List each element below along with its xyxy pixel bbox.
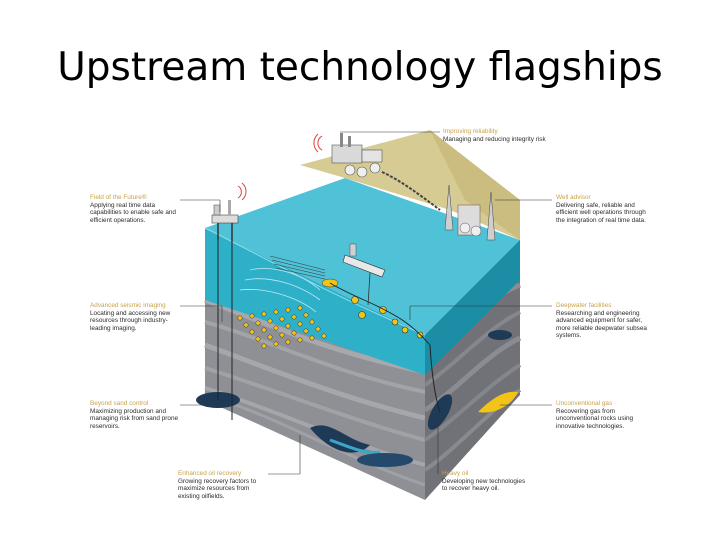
- seismic-node: [249, 329, 255, 335]
- seismic-node: [249, 313, 255, 319]
- callout-beyond-sand-control: Beyond sand control Maximizing productio…: [90, 400, 180, 430]
- callout-text: Growing recovery factors to maximize res…: [178, 477, 257, 500]
- callout-title: Heavy oil: [442, 470, 469, 477]
- seismic-node: [285, 339, 291, 345]
- seismic-node: [261, 327, 267, 333]
- callout-title: Unconventional gas: [556, 400, 613, 407]
- subsea-equipment: [329, 282, 431, 346]
- callout-title: Field of the Future®: [90, 194, 147, 201]
- fpso-vessel: [342, 243, 386, 306]
- seismic-node: [273, 309, 279, 315]
- seismic-node: [309, 335, 315, 341]
- seismic-node: [267, 334, 273, 340]
- callout-title: Deepwater facilities: [556, 302, 612, 309]
- callout-unconventional-gas: Unconventional gas Recovering gas from u…: [556, 400, 646, 430]
- seismic-node: [255, 320, 261, 326]
- seismic-node: [297, 337, 303, 343]
- callout-leader-lines: [180, 131, 552, 475]
- seismic-node-grid: [237, 305, 327, 349]
- callout-field-of-the-future: Field of the Future® Applying real time …: [90, 194, 178, 224]
- seismic-node: [285, 323, 291, 329]
- callout-deepwater-facilities: Deepwater facilities Researching and eng…: [556, 302, 648, 340]
- onshore-rigs-right: [444, 184, 496, 241]
- offshore-platform-left: [211, 200, 239, 242]
- seismic-node: [261, 311, 267, 317]
- signal-waves-left: [237, 182, 247, 201]
- seismic-node: [243, 322, 249, 328]
- seismic-node: [315, 326, 321, 332]
- callout-title: Enhanced oil recovery: [178, 470, 242, 477]
- callout-text: Developing new technologies to recover h…: [442, 477, 526, 493]
- seismic-node: [321, 333, 327, 339]
- callout-improving-reliability: Improving reliability Managing and reduc…: [443, 128, 553, 143]
- seismic-node: [291, 314, 297, 320]
- callout-title: Beyond sand control: [90, 400, 149, 407]
- seismic-node: [267, 318, 273, 324]
- sea-water: [204, 178, 520, 375]
- seismic-node: [255, 336, 261, 342]
- callout-heavy-oil: Heavy oil Developing new technologies to…: [442, 470, 532, 493]
- seismic-node: [303, 312, 309, 318]
- callout-text: Applying real time data capabilities to …: [90, 201, 176, 224]
- callout-advanced-seismic-imaging: Advanced seismic imaging Locating and ac…: [90, 302, 180, 332]
- seismic-node: [309, 319, 315, 325]
- seismic-node: [273, 341, 279, 347]
- seismic-node: [285, 307, 291, 313]
- seismic-node: [237, 315, 243, 321]
- callout-text: Maximizing production and managing risk …: [90, 407, 179, 430]
- seismic-node: [291, 330, 297, 336]
- slide-title: Upstream technology flagships: [57, 45, 663, 90]
- callout-title: Well advisor: [556, 194, 591, 201]
- wells: [217, 240, 441, 420]
- seismic-node: [273, 325, 279, 331]
- callout-title: Improving reliability: [443, 128, 498, 135]
- seismic-node: [303, 328, 309, 334]
- callout-text: Managing and reducing integrity risk: [443, 135, 546, 143]
- callout-text: Researching and engineering advanced equ…: [556, 309, 647, 340]
- seismic-node: [279, 316, 285, 322]
- callout-text: Recovering gas from unconventional rocks…: [556, 407, 634, 430]
- callout-well-advisor: Well advisor Delivering safe, reliable a…: [556, 194, 646, 224]
- callout-enhanced-oil-recovery: Enhanced oil recovery Growing recovery f…: [178, 470, 270, 500]
- seismic-node: [261, 343, 267, 349]
- callout-text: Locating and accessing new resources thr…: [90, 309, 171, 332]
- callout-text: Delivering safe, reliable and efficient …: [556, 201, 646, 224]
- seismic-node: [297, 321, 303, 327]
- seismic-node: [297, 305, 303, 311]
- seismic-waves: [239, 268, 321, 313]
- seismic-node: [279, 332, 285, 338]
- callout-title: Advanced seismic imaging: [90, 302, 166, 309]
- onshore-facility-top: [331, 133, 441, 211]
- signal-waves-top: [313, 133, 323, 153]
